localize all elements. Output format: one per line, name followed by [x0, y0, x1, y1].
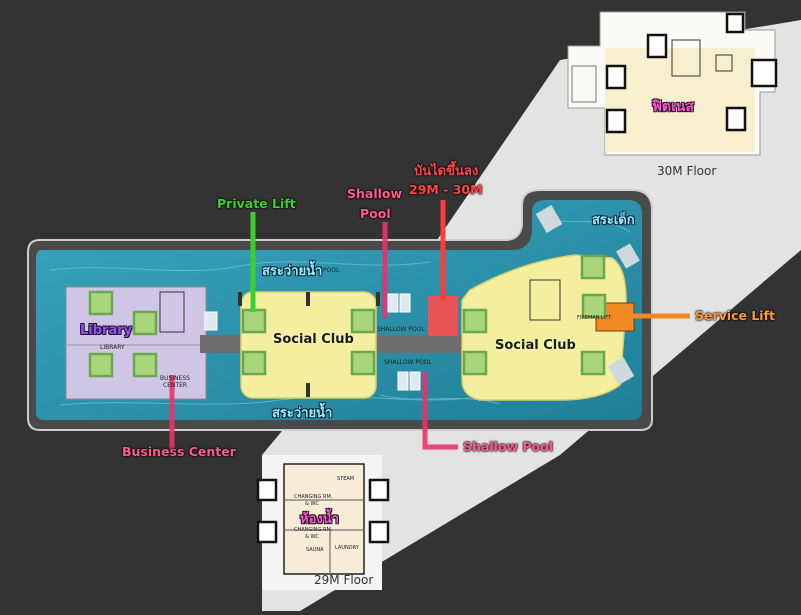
shallow-pool-top-label-line1: Shallow — [347, 186, 403, 201]
inset-30m-floor — [567, 11, 778, 156]
service-lift-label: Service Lift — [695, 308, 775, 323]
plan-text-changing-2: CHANGING RM. — [294, 527, 333, 533]
deck-chair-2 — [616, 243, 640, 269]
pool-bottom-label: สระว่ายน้ำ — [272, 406, 333, 421]
plan-text-shallow-1: SHALLOW POOL — [377, 326, 425, 333]
business-center-label: Business Center — [122, 444, 236, 459]
social-club-right-label: Social Club — [495, 338, 576, 353]
posts — [238, 292, 380, 397]
plan-text-changing-2b: & WC — [305, 534, 319, 540]
plan-text-pool: POOL — [323, 267, 340, 274]
plan-text-changing-1b: & WC — [305, 501, 319, 507]
plan-text-library: LIBRARY — [100, 344, 125, 351]
plan-text-fireman: FIREMAN LIFT — [577, 315, 612, 321]
callout-lines — [169, 200, 690, 450]
toilet-label: ห้องน้ำ — [300, 512, 339, 527]
plan-text-changing-1: CHANGING RM. — [294, 494, 333, 500]
private-lift-label: Private Lift — [217, 196, 296, 211]
plan-text-business-1: BUSINESS — [160, 375, 190, 382]
stair-label-line2: 29M - 30M — [409, 182, 483, 197]
shallow-pool-tiles — [204, 293, 421, 391]
plan-text-shallow-2: SHALLOW POOL — [384, 359, 432, 366]
kids-pool-label: สระเด็ก — [592, 213, 635, 228]
stair-block — [428, 296, 458, 336]
inset-29m-floor — [256, 455, 390, 590]
library-label: Library — [80, 323, 133, 338]
stair-label-line1: บันไดขึ้นลง — [414, 164, 479, 179]
deck-chair-3 — [607, 356, 635, 386]
plan-text-sauna: SAUNA — [306, 547, 324, 553]
plan-text-business-2: CENTER — [163, 382, 188, 389]
columns — [88, 254, 607, 378]
plan-text-laundry: LAUNDRY — [335, 545, 359, 551]
shallow-pool-top-label-line2: Pool — [360, 206, 391, 221]
shallow-pool-bottom-label: Shallow Pool — [463, 439, 554, 454]
fitness-label: ฟิตเนส — [652, 99, 694, 115]
deck-chair-1 — [535, 204, 563, 234]
plan-text-steam: STEAM — [337, 476, 355, 482]
pool-top-label: สระว่ายน้ำ — [262, 264, 323, 279]
social-club-left-label: Social Club — [273, 332, 354, 347]
floor-30m-label: 30M Floor — [657, 164, 717, 178]
floor-29m-label: 29M Floor — [314, 573, 374, 587]
